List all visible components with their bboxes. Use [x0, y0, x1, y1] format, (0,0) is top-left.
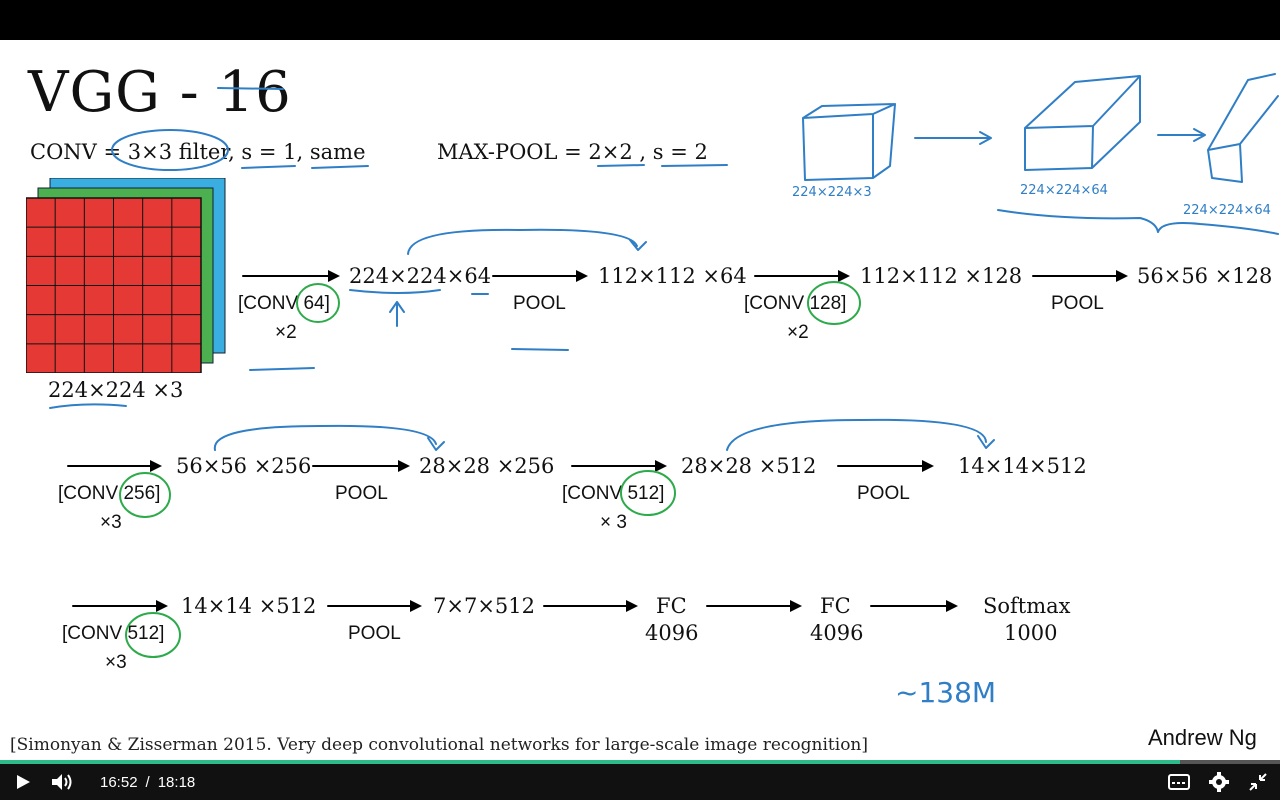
dim-28x28x256: 28×28 ×256	[419, 454, 555, 478]
bracket-row1	[407, 228, 647, 255]
dim-14x14x512-a: 14×14×512	[958, 454, 1087, 478]
progress-bar[interactable]	[0, 760, 1280, 764]
conv512-label-a: [CONV 512]	[562, 483, 665, 504]
bracket-row2a	[213, 424, 445, 451]
arrow-to-fc1	[543, 600, 638, 612]
conv256-repeat: ×3	[100, 512, 122, 533]
dim-56x56x256: 56×56 ×256	[176, 454, 312, 478]
current-time: 16:52	[100, 773, 138, 791]
exit-fullscreen-button[interactable]	[1248, 764, 1268, 800]
conv512-repeat-b: ×3	[105, 652, 127, 673]
conv64-label: [CONV 64]	[238, 293, 330, 314]
dim-28x28x512: 28×28 ×512	[681, 454, 817, 478]
fc2-units: 4096	[810, 621, 864, 645]
brace-under-volumes	[997, 209, 1279, 235]
conv-spec: CONV = 3×3 filter, s = 1, same	[30, 140, 366, 164]
pool5-label: POOL	[348, 623, 401, 644]
dim-224x224x64: 224×224×64	[349, 264, 492, 288]
conv128-repeat: ×2	[787, 322, 809, 343]
underline-224x224x64	[349, 289, 441, 294]
underline-same	[311, 165, 369, 169]
progress-fill	[0, 760, 1181, 764]
fc1-label: FC	[656, 594, 687, 618]
conv512-repeat-a: × 3	[600, 512, 627, 533]
arrow-to-pool4	[837, 460, 934, 472]
fc1-units: 4096	[645, 621, 699, 645]
sketch-volume-1	[802, 103, 896, 181]
underline-s1	[241, 165, 296, 169]
exit-fullscreen-icon	[1249, 773, 1267, 791]
arrow-input-to-conv64	[242, 270, 340, 282]
volume-icon	[52, 774, 72, 790]
lecture-slide: VGG - 16 CONV = 3×3 filter, s = 1, same …	[0, 40, 1280, 764]
dim-7x7x512: 7×7×512	[433, 594, 535, 618]
duration: 18:18	[157, 773, 196, 791]
arrow-to-conv512-a	[571, 460, 667, 472]
conv512-label-b: [CONV 512]	[62, 623, 165, 644]
citation: [Simonyan & Zisserman 2015. Very deep co…	[10, 735, 869, 755]
arrow-to-pool1	[492, 270, 588, 282]
conv256-label: [CONV 256]	[58, 483, 161, 504]
sketch-arrow-1	[914, 131, 992, 145]
play-button[interactable]	[14, 764, 32, 800]
dash-under-pool1	[511, 348, 569, 351]
time-separator: /	[145, 773, 150, 791]
volume-button[interactable]	[50, 764, 74, 800]
hand-vol2-label: 224×224×64	[1020, 183, 1108, 198]
arrow-to-pool5	[327, 600, 422, 612]
maxpool-spec: MAX-POOL = 2×2 , s = 2	[437, 140, 708, 164]
slide-title: VGG - 16	[28, 60, 292, 125]
dim-14x14x512-b: 14×14 ×512	[181, 594, 317, 618]
dim-112x112x64: 112×112 ×64	[598, 264, 747, 288]
sketch-volume-2	[1024, 75, 1141, 171]
underline-input-size	[49, 403, 127, 409]
dim-112x112x128: 112×112 ×128	[860, 264, 1023, 288]
dim-56x56x128: 56×56 ×128	[1137, 264, 1273, 288]
settings-button[interactable]	[1208, 764, 1230, 800]
conv128-label: [CONV 128]	[744, 293, 847, 314]
arrow-to-conv512-b	[72, 600, 168, 612]
player-controls: 16:52 / 18:18	[0, 764, 1280, 800]
arrow-to-pool2	[1032, 270, 1128, 282]
pool4-label: POOL	[857, 483, 910, 504]
settings-icon	[1209, 772, 1229, 792]
red-channel	[26, 197, 202, 373]
arrow-to-softmax	[870, 600, 958, 612]
fc2-label: FC	[820, 594, 851, 618]
arrow-to-conv256	[67, 460, 162, 472]
play-icon	[17, 775, 30, 789]
conv64-repeat: ×2	[275, 322, 297, 343]
softmax-units: 1000	[1004, 621, 1058, 645]
pool2-label: POOL	[1051, 293, 1104, 314]
softmax-label: Softmax	[983, 594, 1071, 618]
pool3-label: POOL	[335, 483, 388, 504]
arrow-to-fc2	[706, 600, 802, 612]
underline-x2	[249, 367, 315, 371]
sketch-volume-3	[1207, 73, 1279, 183]
hand-vol3-label: 224×224×64	[1183, 203, 1271, 218]
hand-vol1-label: 224×224×3	[792, 185, 872, 200]
input-size: 224×224 ×3	[48, 378, 184, 402]
arrow-to-pool3	[312, 460, 410, 472]
arrow-up-annotation	[389, 301, 405, 327]
time-display: 16:52 / 18:18	[100, 764, 195, 800]
captions-button[interactable]	[1168, 764, 1190, 800]
hand-param-count: ~138M	[895, 676, 996, 709]
arrow-to-conv128	[754, 270, 850, 282]
bracket-row2b	[726, 418, 995, 451]
captions-icon	[1168, 774, 1190, 790]
underline-2x2	[597, 164, 645, 167]
author-name: Andrew Ng	[1148, 725, 1257, 750]
underline-s2	[661, 164, 728, 167]
input-volume-illustration	[26, 178, 226, 373]
sketch-arrow-2	[1157, 128, 1206, 142]
pool1-label: POOL	[513, 293, 566, 314]
